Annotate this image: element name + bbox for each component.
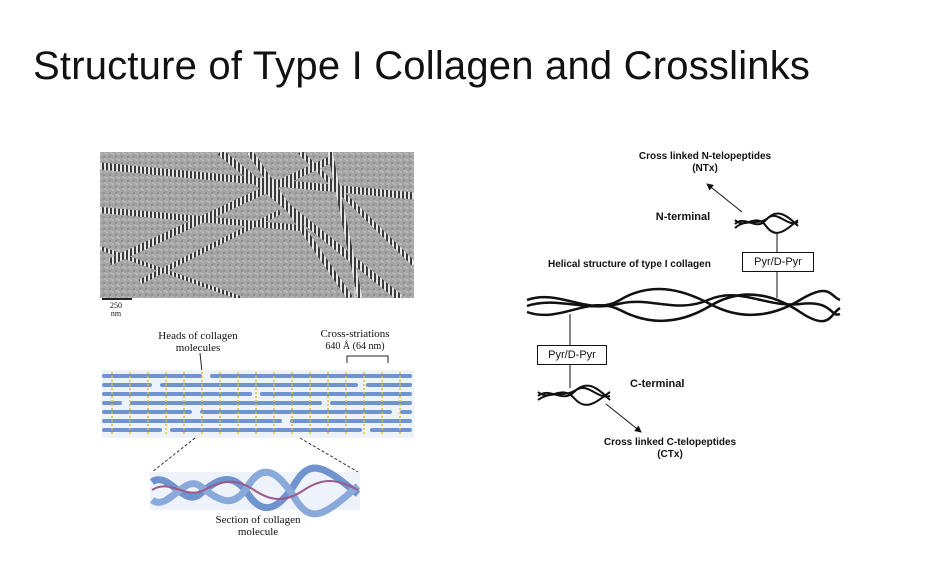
ctx-label: Cross linked C-telopeptides — [603, 437, 737, 448]
cross-striation-bracket — [346, 355, 389, 363]
section-of-collagen-label: Section of collagen molecule — [215, 514, 301, 538]
ctx-abbrev-label: (CTx) — [657, 449, 683, 460]
pyr-dpyr-upper-box: Pyr/D-Pyr — [742, 252, 814, 272]
cross-striations-size-label: 640 Å (64 nm) — [325, 341, 385, 352]
ctx-arrow — [605, 403, 642, 433]
n-terminal-label: N-terminal — [655, 211, 711, 223]
scale-bar — [102, 298, 132, 300]
ntx-abbrev-label: (NTx) — [692, 163, 718, 174]
n-telopeptide-strands — [734, 212, 799, 234]
c-terminal-label: C-terminal — [630, 378, 685, 390]
collagen-fibrils-image — [99, 149, 416, 301]
helical-structure-label: Helical structure of type I collagen — [548, 259, 711, 270]
heads-pointer-line — [199, 352, 203, 373]
pyr-dpyr-lower-box: Pyr/D-Pyr — [537, 345, 607, 365]
collagen-staggered-array — [102, 370, 414, 438]
c-telopeptide-strands — [537, 384, 611, 406]
electron-micrograph — [99, 149, 416, 301]
ntx-arrow — [706, 183, 743, 213]
helical-collagen-strands — [526, 287, 841, 323]
slide-title: Structure of Type I Collagen and Crossli… — [33, 44, 811, 88]
scale-bar-label: 250 nm — [110, 301, 122, 318]
cross-striations-label: Cross-striations — [320, 328, 390, 340]
zoom-line-right — [299, 437, 359, 473]
zoom-line-left — [151, 437, 196, 473]
heads-of-collagen-label: Heads of collagen molecules — [158, 330, 238, 354]
collagen-triple-helix-section — [149, 464, 361, 518]
ntx-label: Cross linked N-telopeptides — [638, 151, 772, 162]
